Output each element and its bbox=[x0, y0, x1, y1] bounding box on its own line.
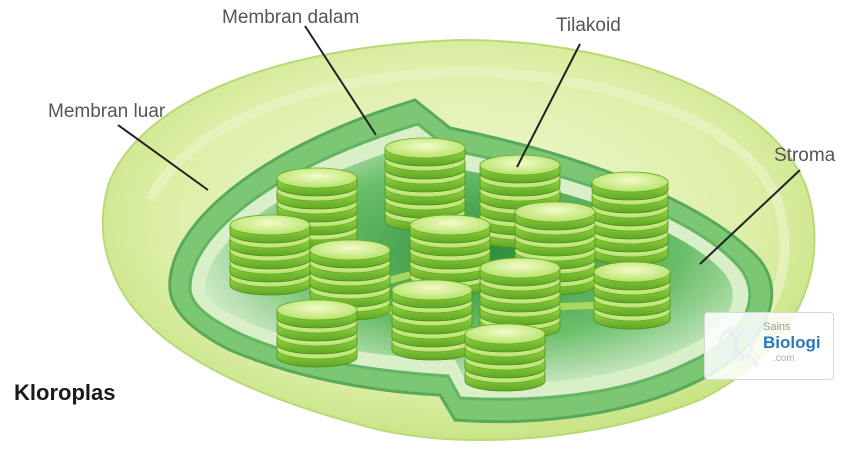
label-stroma: Stroma bbox=[774, 146, 835, 165]
granum bbox=[592, 172, 668, 265]
watermark-line3: .com bbox=[773, 353, 795, 364]
label-tilakoid: Tilakoid bbox=[556, 16, 621, 35]
granum bbox=[392, 280, 472, 360]
watermark-line1: Sains bbox=[763, 321, 791, 333]
diagram-caption: Kloroplas bbox=[14, 382, 115, 404]
watermark-logo: Sains Biologi .com bbox=[704, 312, 834, 380]
granum bbox=[594, 262, 670, 329]
watermark-line2: Biologi bbox=[763, 333, 821, 353]
granum bbox=[277, 300, 357, 367]
granum bbox=[465, 324, 545, 391]
label-membran-luar: Membran luar bbox=[48, 102, 165, 121]
label-membran-dalam: Membran dalam bbox=[222, 8, 359, 27]
granum bbox=[230, 215, 310, 295]
